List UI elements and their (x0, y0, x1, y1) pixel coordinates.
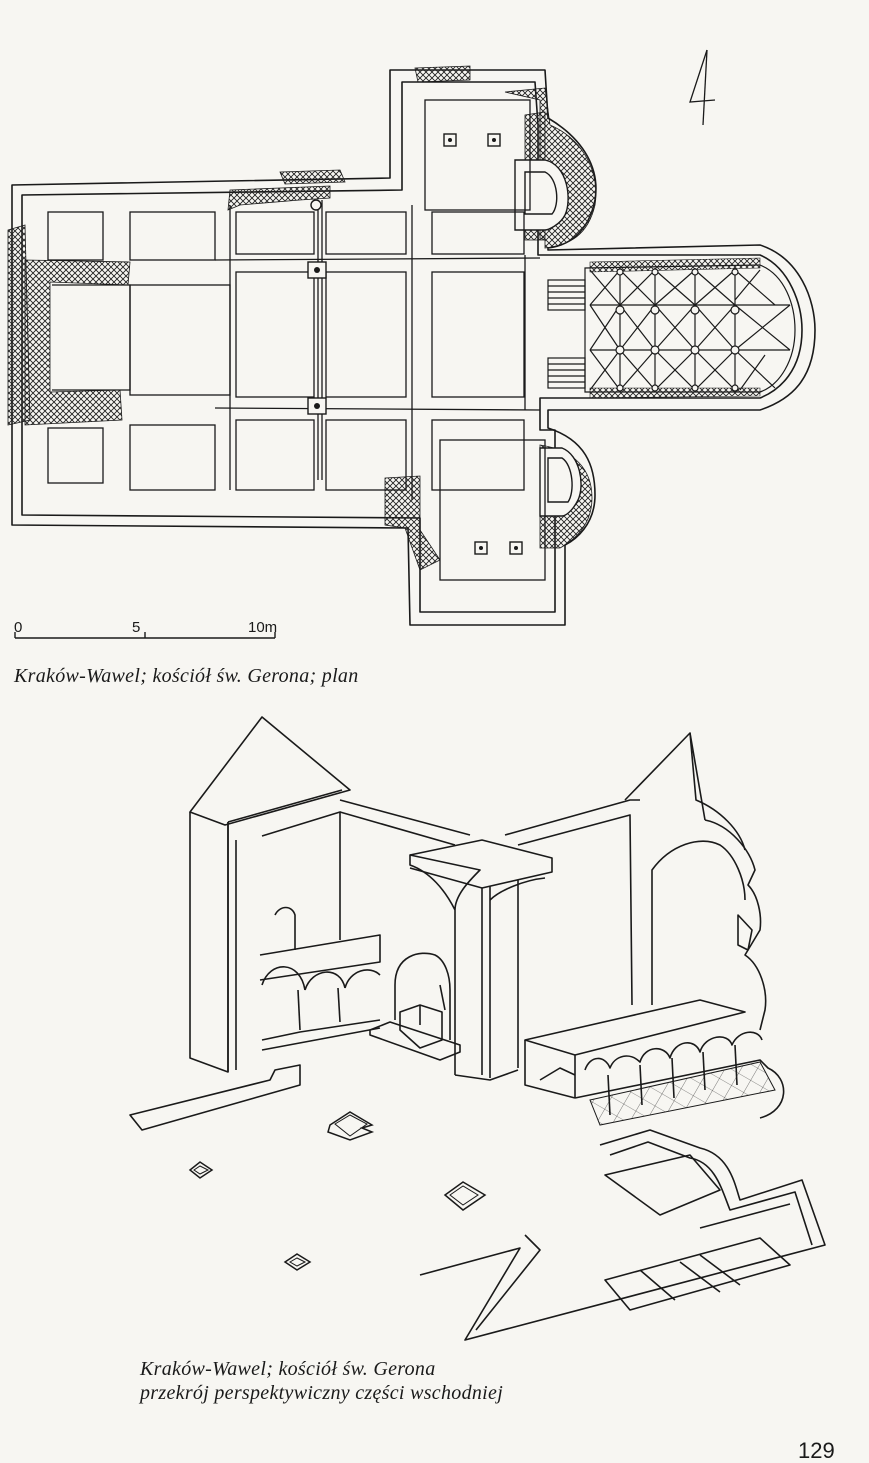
section-left-gable (189, 716, 351, 826)
plan-west-bay-north (47, 211, 104, 261)
church-floor-plan (7, 49, 816, 639)
page-number: 129 (798, 1438, 835, 1463)
section-cut-floor (129, 1064, 301, 1131)
section-altar (369, 1021, 461, 1061)
section-pier-base-1 (327, 1111, 375, 1141)
section-caption-line-1: Kraków-Wawel; kościół św. Gerona (140, 1358, 436, 1380)
scale-label-0: 0 (14, 619, 23, 636)
plan-west-bay-south (47, 427, 104, 484)
north-arrow (689, 49, 716, 126)
scale-label-10m: 10m (248, 619, 278, 636)
plan-inner-wall (21, 81, 803, 613)
church-perspective-section (129, 716, 826, 1341)
plan-caption: Kraków-Wawel; kościół św. Gerona; plan (14, 665, 359, 687)
section-caption-line-2: przekrój perspektywiczny części wschodni… (140, 1382, 504, 1404)
scale-bar (14, 632, 276, 639)
plan-south-chapel (539, 447, 582, 517)
plan-north-chapel (514, 159, 569, 231)
scale-label-5: 5 (132, 619, 141, 636)
plan-crypt-outline (584, 264, 796, 393)
